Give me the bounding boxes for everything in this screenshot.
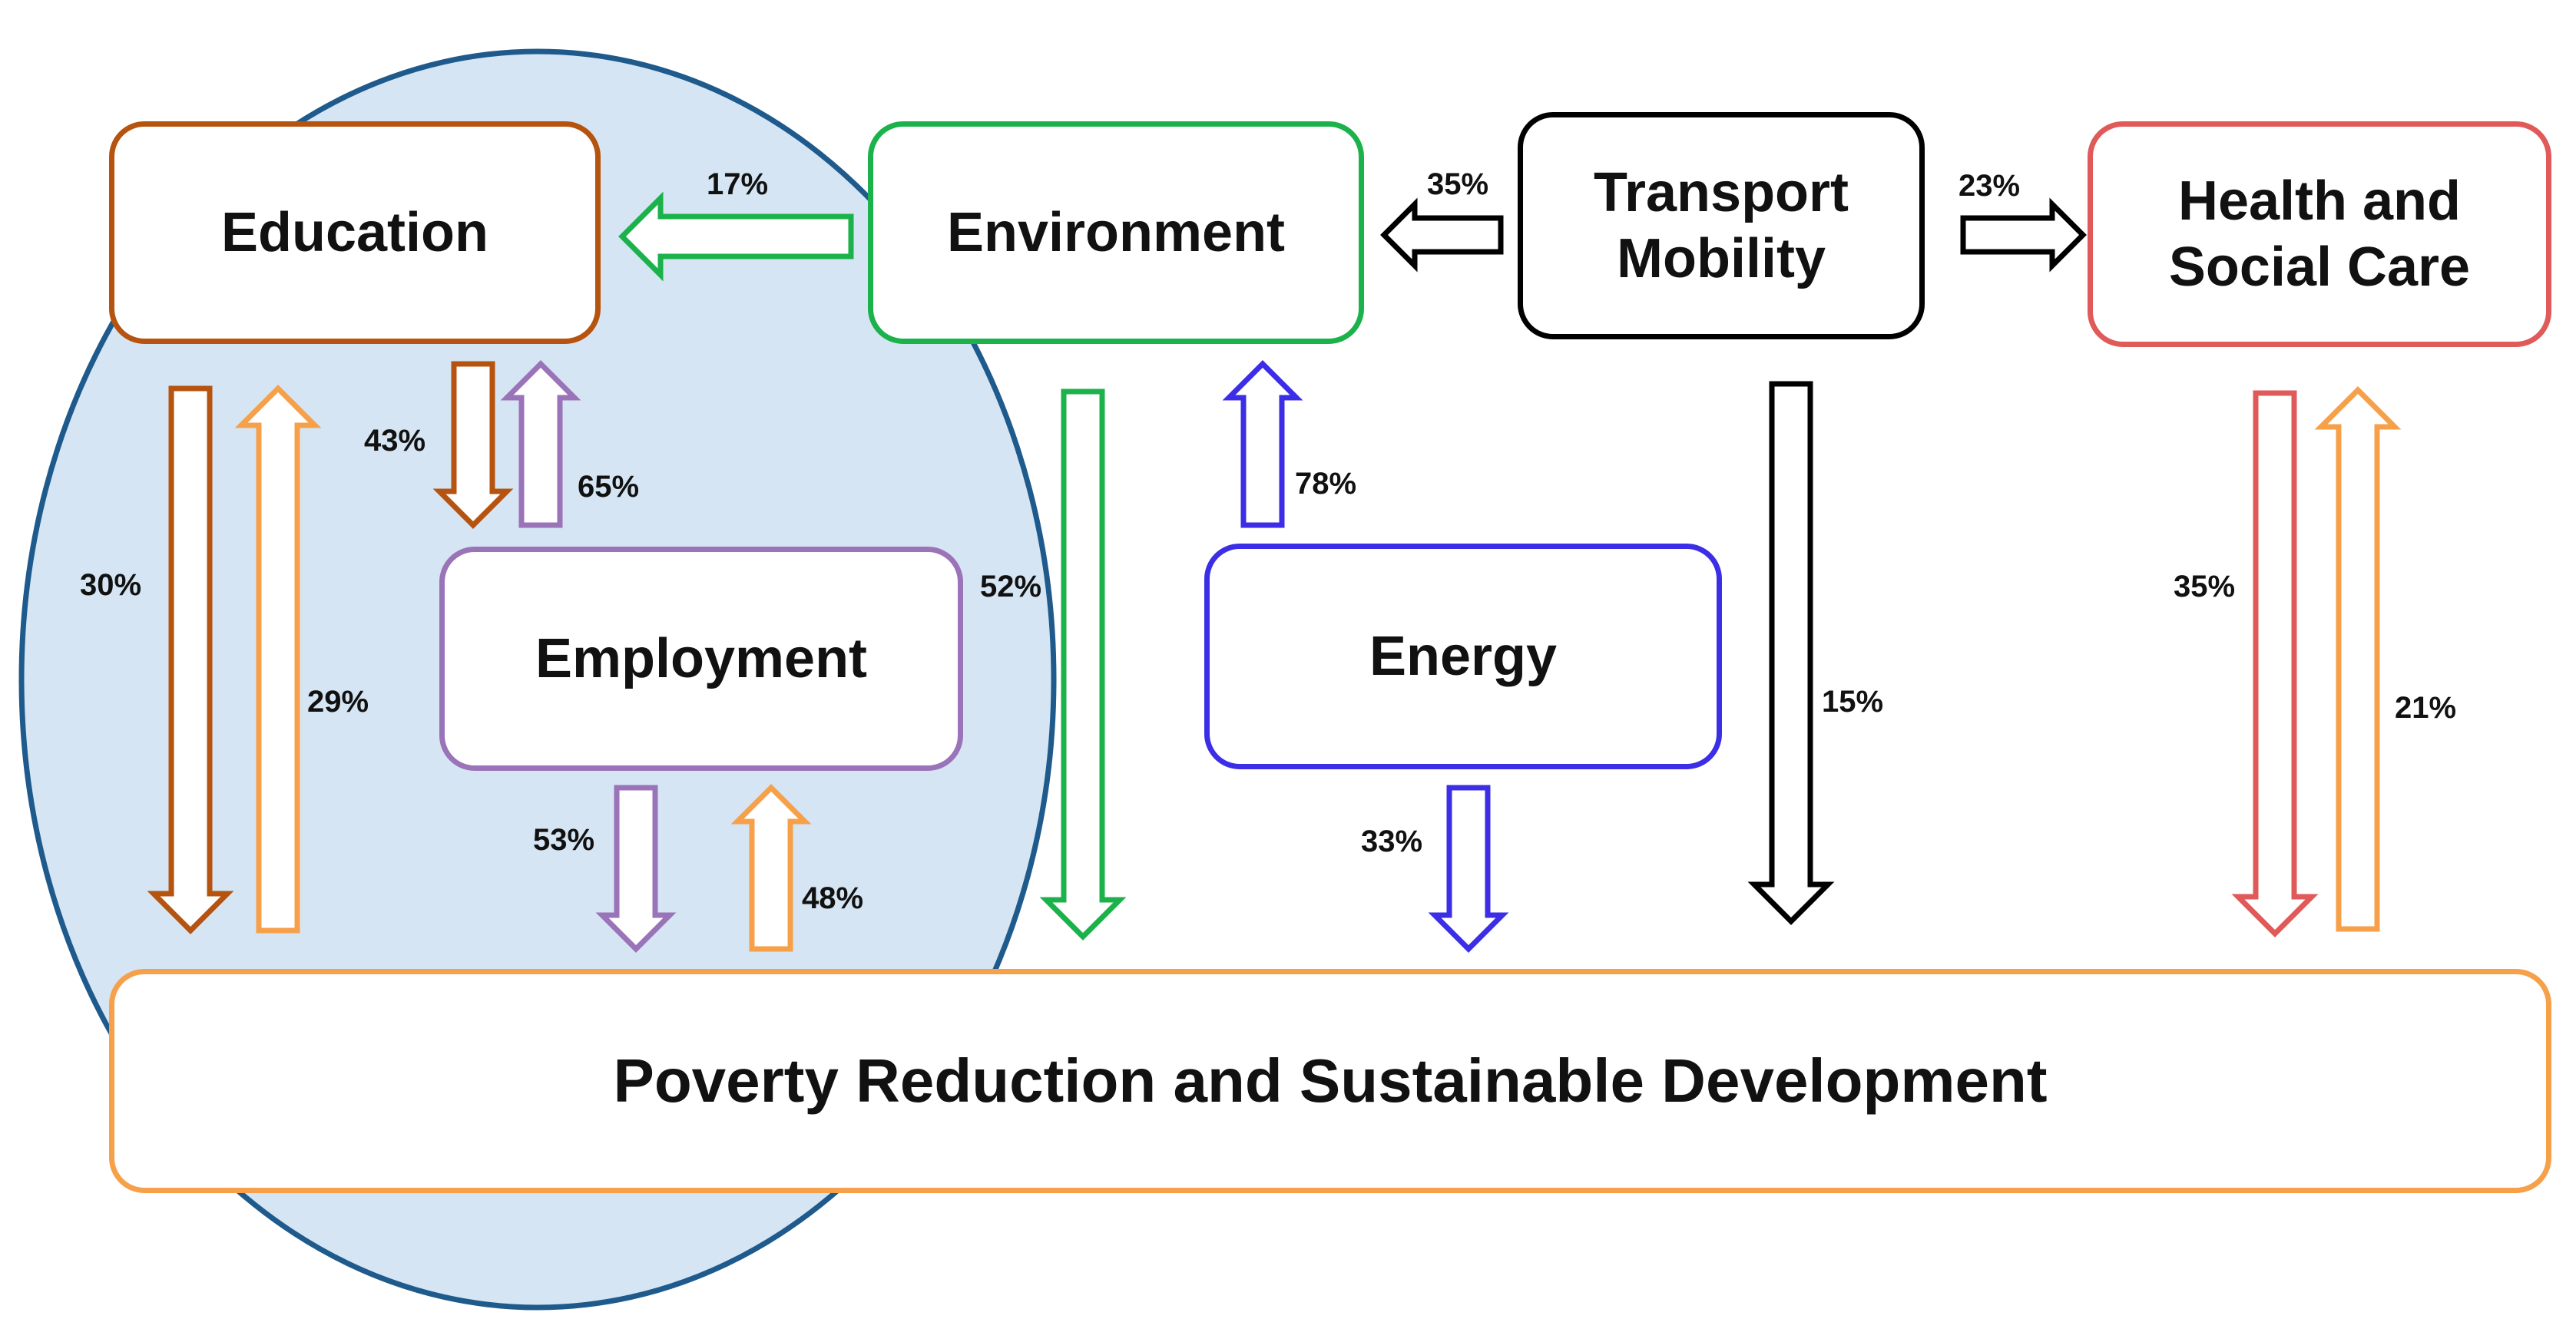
label-health-to-pov: 35% bbox=[2174, 570, 2236, 603]
node-health-social-care[interactable]: Health and Social Care bbox=[2088, 121, 2551, 347]
node-education[interactable]: Education bbox=[109, 121, 601, 344]
arrow-env-to-edu bbox=[618, 191, 854, 282]
label-env-to-edu: 17% bbox=[707, 167, 769, 201]
node-health-label-line2: Social Care bbox=[2168, 236, 2471, 298]
node-health-label-line1: Health and bbox=[2177, 170, 2462, 232]
node-transport-mobility[interactable]: Transport Mobility bbox=[1518, 112, 1925, 339]
arrow-edu-to-pov bbox=[147, 385, 234, 934]
label-env-to-pov: 52% bbox=[980, 570, 1042, 603]
arrow-transport-to-env bbox=[1380, 197, 1504, 273]
node-environment-label: Environment bbox=[946, 201, 1286, 263]
arrow-transport-to-pov bbox=[1747, 381, 1835, 925]
arrow-energy-to-pov bbox=[1428, 785, 1509, 953]
arrow-emp-to-pov bbox=[595, 785, 677, 953]
node-poverty-reduction[interactable]: Poverty Reduction and Sustainable Develo… bbox=[109, 969, 2551, 1193]
arrow-health-to-pov bbox=[2231, 390, 2319, 937]
label-pov-to-edu: 29% bbox=[307, 685, 369, 719]
node-energy-label: Energy bbox=[1369, 625, 1558, 687]
node-education-label: Education bbox=[220, 201, 488, 263]
node-transport-label-line1: Transport bbox=[1593, 161, 1849, 223]
label-energy-to-env: 78% bbox=[1295, 467, 1357, 501]
arrow-env-to-pov bbox=[1039, 388, 1127, 940]
label-transport-to-pov: 15% bbox=[1822, 685, 1884, 719]
node-environment[interactable]: Environment bbox=[868, 121, 1364, 344]
label-pov-to-emp: 48% bbox=[802, 881, 864, 915]
arrow-transport-to-health bbox=[1960, 197, 2087, 273]
arrow-pov-to-edu bbox=[234, 385, 322, 934]
node-transport-label-line2: Mobility bbox=[1617, 228, 1826, 289]
label-emp-to-pov: 53% bbox=[533, 823, 595, 857]
arrow-emp-to-edu bbox=[500, 360, 581, 528]
label-transport-to-health: 23% bbox=[1958, 169, 2021, 203]
label-edu-to-pov: 30% bbox=[80, 568, 142, 602]
arrow-energy-to-env bbox=[1222, 360, 1303, 528]
label-edu-to-emp: 43% bbox=[364, 424, 426, 458]
node-employment-label: Employment bbox=[535, 627, 868, 689]
arrow-layer bbox=[147, 191, 2402, 953]
label-transport-to-env: 35% bbox=[1427, 167, 1489, 201]
node-poverty-label: Poverty Reduction and Sustainable Develo… bbox=[613, 1046, 2048, 1115]
node-energy[interactable]: Energy bbox=[1204, 544, 1722, 769]
label-pov-to-health: 21% bbox=[2395, 691, 2457, 725]
node-employment[interactable]: Employment bbox=[439, 547, 963, 771]
label-energy-to-pov: 33% bbox=[1361, 825, 1423, 858]
arrow-edu-to-emp bbox=[432, 361, 514, 529]
arrow-pov-to-emp bbox=[730, 784, 812, 952]
label-emp-to-edu: 65% bbox=[578, 470, 640, 504]
arrow-pov-to-health bbox=[2314, 386, 2402, 932]
